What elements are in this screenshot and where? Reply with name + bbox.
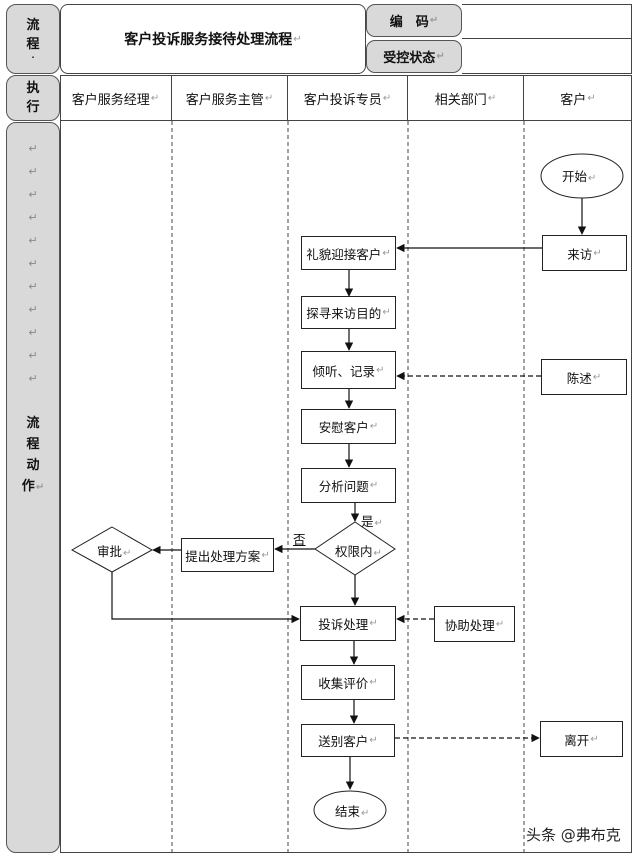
edge-approve-handle [111,572,300,624]
lane-header-specialist: 客户投诉专员↵ [288,75,408,121]
propose-node: 提出处理方案↵ [181,538,274,572]
lane-header-manager: 客户服务经理↵ [60,75,172,121]
end-node-shape [313,790,387,830]
header-side-char-3: · [31,53,35,62]
flow-body-frame [60,121,632,853]
header-side-label-box: 流 程 · [6,4,60,74]
lanes-side-label-box: 执 行 [6,75,60,121]
lane-header-department: 相关部门↵ [408,75,524,121]
header-side-char-1: 流 [26,18,40,33]
visit-node: 来访↵ [542,235,627,271]
status-label: 受控状态 [383,51,436,66]
title-box: 客户投诉服务接待处理流程↵ [60,4,366,74]
process-title: 客户投诉服务接待处理流程 [124,32,293,48]
action-side-label-box: ↵↵↵↵ ↵↵↵↵ ↵↵↵ 流 程 动 作↵ [6,122,60,853]
send-node: 送别客户↵ [301,724,395,757]
handle-node: 投诉处理↵ [300,606,396,641]
status-label-box: 受控状态↵ [366,40,462,73]
lane-dividers [171,121,525,853]
status-value-cell[interactable] [462,39,632,74]
code-label-box: 编 码↵ [366,4,462,37]
lane-header-supervisor: 客户服务主管↵ [172,75,288,121]
action-label: 流 程 动 作↵ [21,416,45,494]
header-side-char-2: 程 [26,37,40,52]
leave-node: 离开↵ [540,721,623,757]
start-node-label: 开始↵ [562,169,597,184]
assist-node: 协助处理↵ [434,606,515,642]
lane-header-customer: 客户↵ [560,92,596,108]
code-value-cell[interactable] [462,4,632,39]
code-label: 编 码 [389,15,429,30]
lanes-side-char-1: 执 [26,81,40,96]
yes-label: 是↵ [361,514,383,529]
lane-header-row [60,75,632,121]
analyze-node: 分析问题↵ [301,468,396,503]
watermark: 头条 @弗布克 [526,826,621,844]
lanes-side-char-2: 行 [26,100,40,115]
approve-decision-label: 审批↵ [97,544,132,559]
state-node: 陈述↵ [541,359,627,395]
listen-node: 倾听、记录↵ [301,351,396,389]
collect-node: 收集评价↵ [301,665,395,700]
comfort-node: 安慰客户↵ [301,409,396,444]
no-label: 否 [293,532,306,547]
greet-node: 礼貌迎接客户↵ [301,236,396,270]
end-node-label: 结束↵ [335,804,370,819]
blank-marks: ↵↵↵↵ ↵↵↵↵ ↵↵↵ [28,142,38,385]
explore-node: 探寻来访目的↵ [301,296,396,329]
authority-decision-label: 权限内↵ [335,544,382,559]
